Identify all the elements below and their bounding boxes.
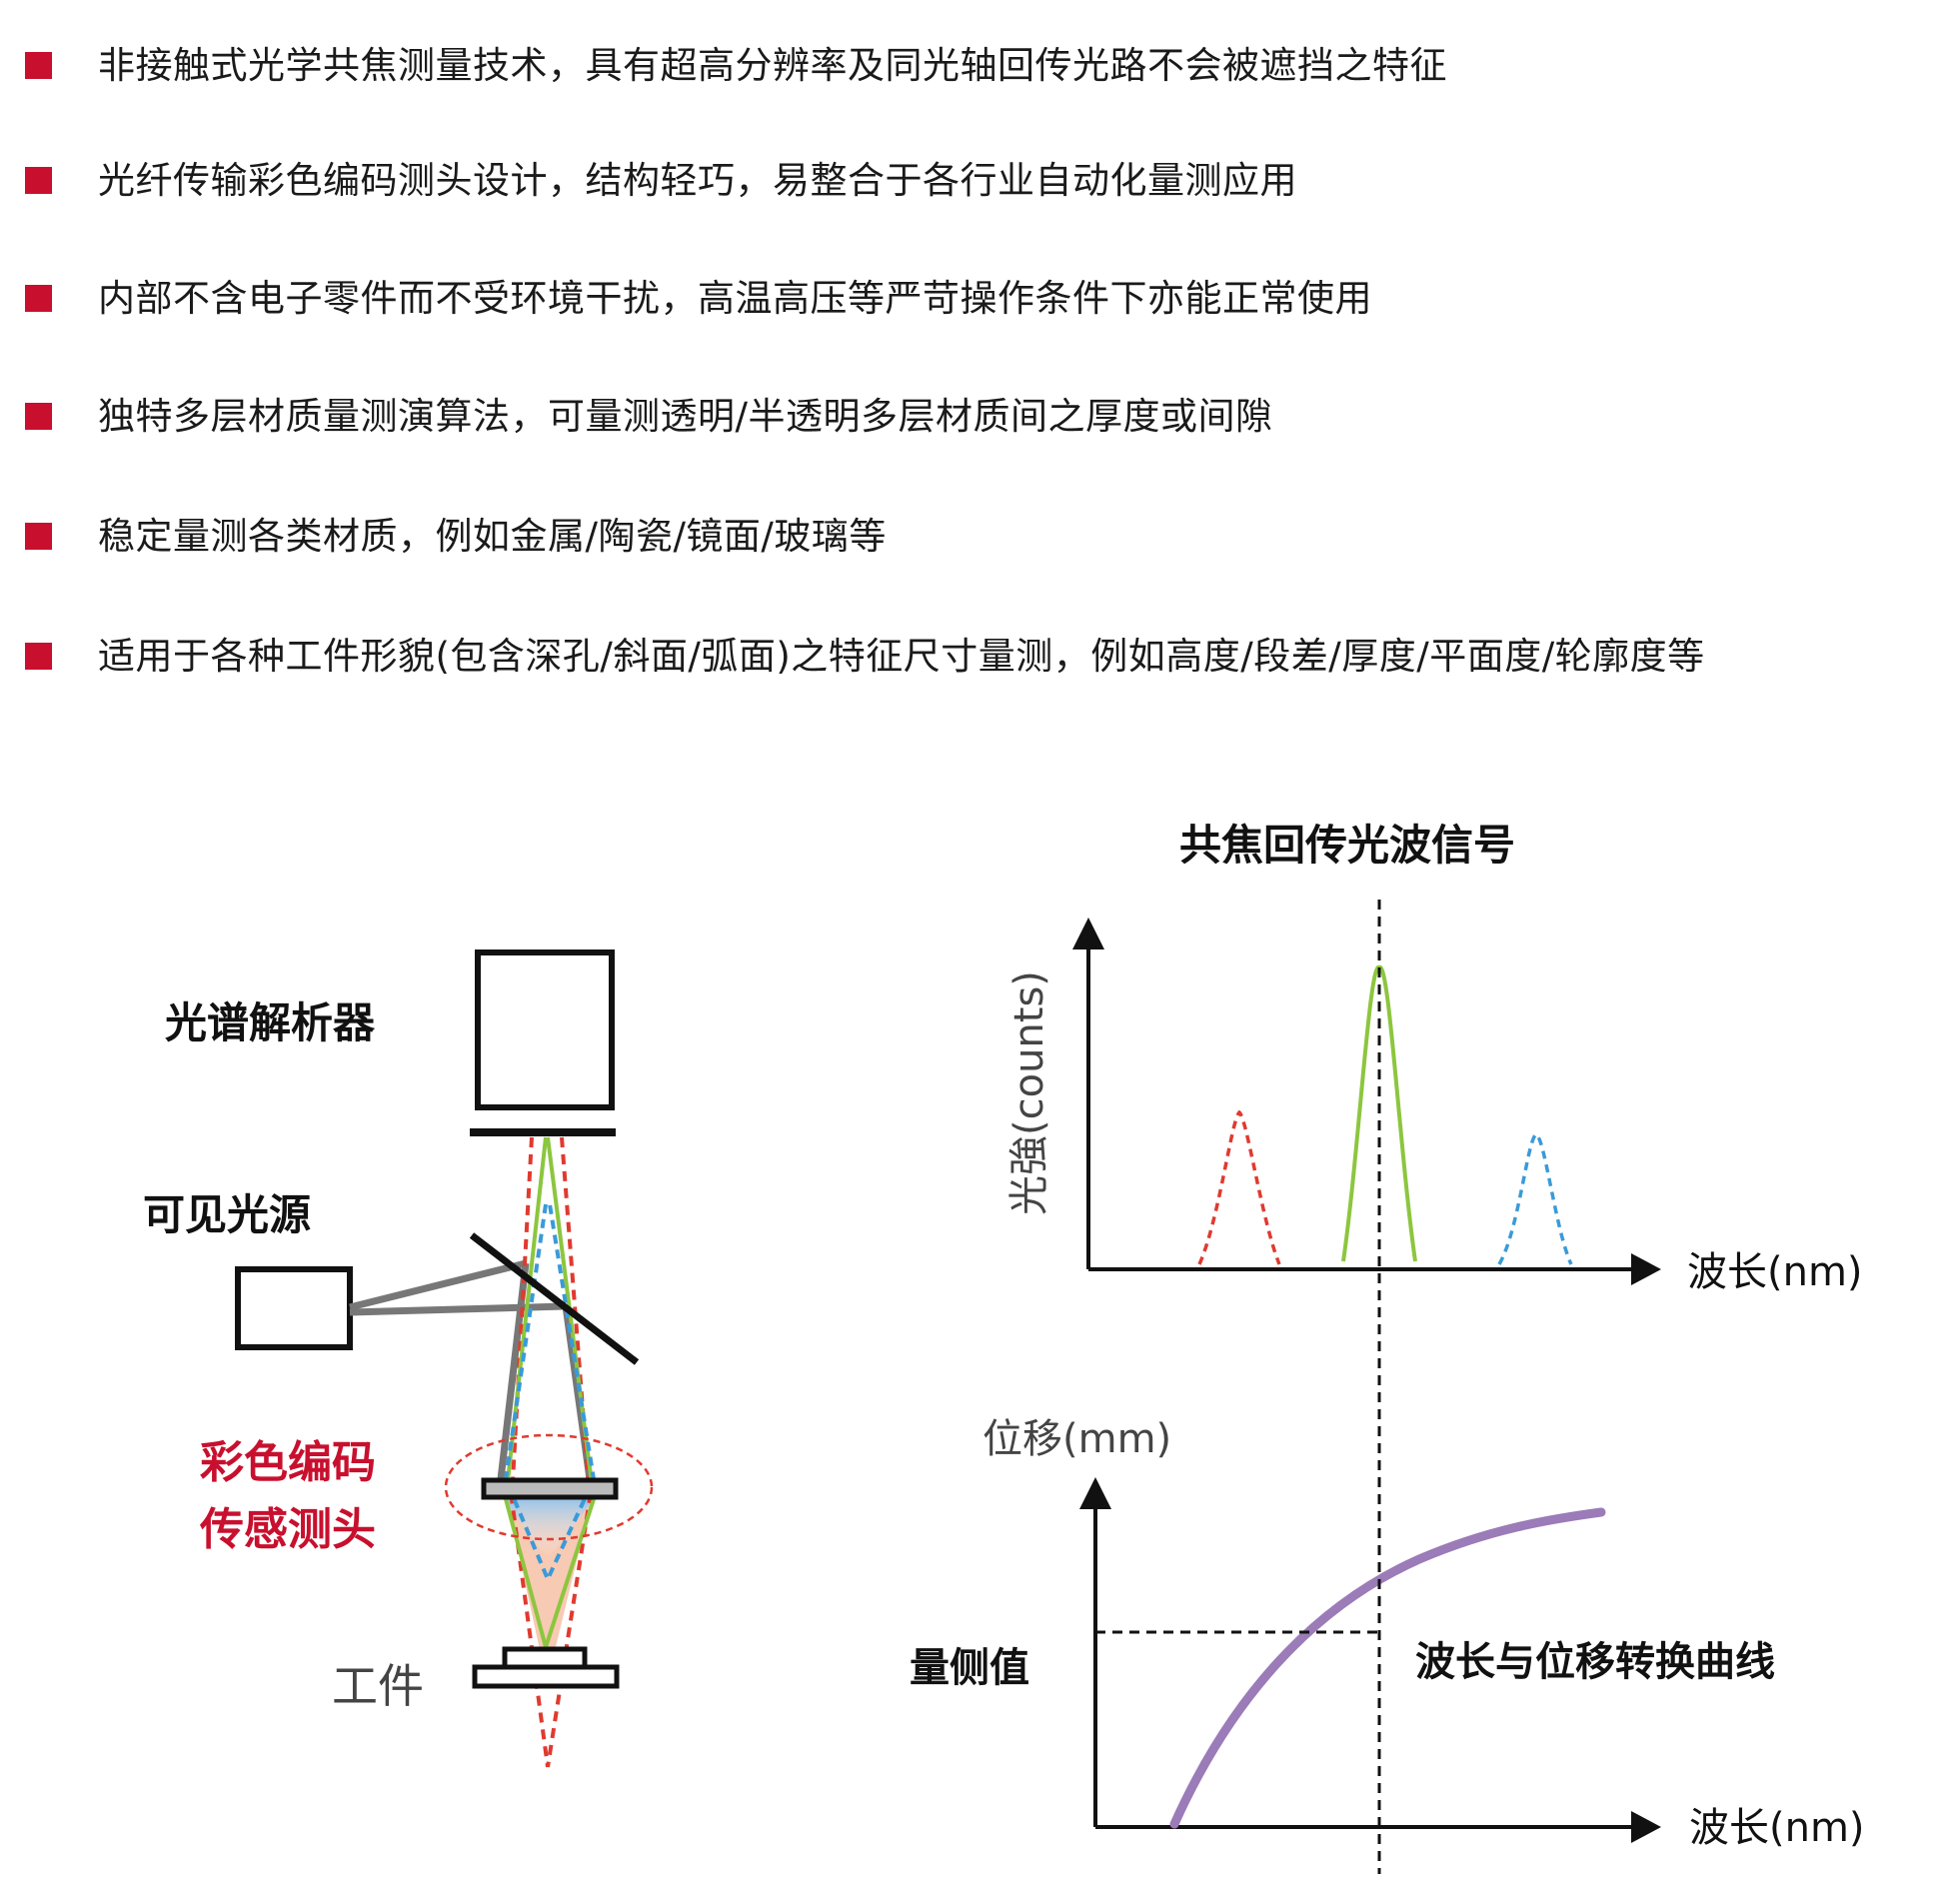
- feature-text: 非接触式光学共焦测量技术，具有超高分辨率及同光轴回传光路不会被遮挡之特征: [98, 44, 1447, 87]
- square-bullet-icon: [25, 403, 52, 430]
- feature-text: 独特多层材质量测演算法，可量测透明/半透明多层材质间之厚度或间隙: [98, 395, 1273, 438]
- feature-item: 稳定量测各类材质，例如金属/陶瓷/镜面/玻璃等: [0, 507, 1960, 567]
- source-beam-upper: [349, 1259, 527, 1311]
- curve-label: 波长与位移转换曲线: [1415, 1639, 1775, 1685]
- signal-x-arrow-icon: [1631, 1253, 1661, 1285]
- feature-text: 内部不含电子零件而不受环境干扰，高温高压等严苛操作条件下亦能正常使用: [98, 277, 1372, 320]
- light-source-label: 可见光源: [143, 1190, 311, 1239]
- conversion-y-arrow-icon: [1079, 1477, 1111, 1509]
- workpiece-top: [502, 1646, 588, 1670]
- blue-peak: [1497, 1131, 1573, 1265]
- feature-item: 非接触式光学共焦测量技术，具有超高分辨率及同光轴回传光路不会被遮挡之特征: [0, 36, 1960, 96]
- workpiece-base: [472, 1664, 620, 1689]
- signal-chart: 共焦回传光波信号 光強(counts) 波长(nm): [1006, 821, 1863, 1295]
- square-bullet-icon: [25, 52, 52, 79]
- feature-text: 稳定量测各类材质，例如金属/陶瓷/镜面/玻璃等: [98, 515, 887, 558]
- workpiece-label: 工件: [332, 1659, 424, 1713]
- square-bullet-icon: [25, 523, 52, 550]
- sensor-highlight-ellipse: [444, 1433, 654, 1541]
- spectrometer-label: 光谱解析器: [165, 998, 376, 1047]
- red-peak: [1197, 1109, 1281, 1265]
- conversion-y-label: 位移(mm): [982, 1416, 1171, 1462]
- signal-y-label: 光強(counts): [1006, 970, 1052, 1215]
- conversion-x-arrow-icon: [1631, 1811, 1661, 1843]
- signal-chart-title: 共焦回传光波信号: [1179, 821, 1515, 870]
- conversion-chart: 位移(mm) 波长(nm) 量侧值 波长与位移转换曲线: [910, 1416, 1865, 1851]
- optical-schematic: 光谱解析器 可见光源 彩色编码 传感测头 工件: [143, 949, 654, 1768]
- feature-item: 内部不含电子零件而不受环境干扰，高温高压等严苛操作条件下亦能正常使用: [0, 269, 1960, 329]
- square-bullet-icon: [25, 643, 52, 670]
- measured-value-label: 量侧值: [910, 1645, 1029, 1691]
- spectrometer-box: [475, 949, 615, 1110]
- conversion-x-label: 波长(nm): [1689, 1805, 1865, 1851]
- source-beam-lower: [349, 1302, 567, 1316]
- signal-x-label: 波长(nm): [1687, 1249, 1863, 1295]
- feature-text: 适用于各种工件形貌(包含深孔/斜面/弧面)之特征尺寸量测，例如高度/段差/厚度/…: [98, 635, 1705, 678]
- conversion-curve: [1169, 1507, 1606, 1829]
- feature-item: 光纤传输彩色编码测头设计，结构轻巧，易整合于各行业自动化量测应用: [0, 151, 1960, 211]
- sensor-lens: [481, 1477, 619, 1500]
- sensor-label-line2: 传感测头: [199, 1504, 376, 1555]
- signal-y-arrow-icon: [1072, 918, 1104, 949]
- feature-item: 独特多层材质量测演算法，可量测透明/半透明多层材质间之厚度或间隙: [0, 387, 1960, 447]
- square-bullet-icon: [25, 167, 52, 194]
- light-source-box: [235, 1266, 353, 1350]
- feature-text: 光纤传输彩色编码测头设计，结构轻巧，易整合于各行业自动化量测应用: [98, 159, 1297, 202]
- square-bullet-icon: [25, 285, 52, 312]
- lens-glow: [504, 1499, 594, 1559]
- blue-ray: [503, 1203, 597, 1584]
- sensor-label-line1: 彩色编码: [200, 1437, 376, 1488]
- feature-item: 适用于各种工件形貌(包含深孔/斜面/弧面)之特征尺寸量测，例如高度/段差/厚度/…: [0, 627, 1960, 687]
- beam-splitter: [469, 1232, 640, 1365]
